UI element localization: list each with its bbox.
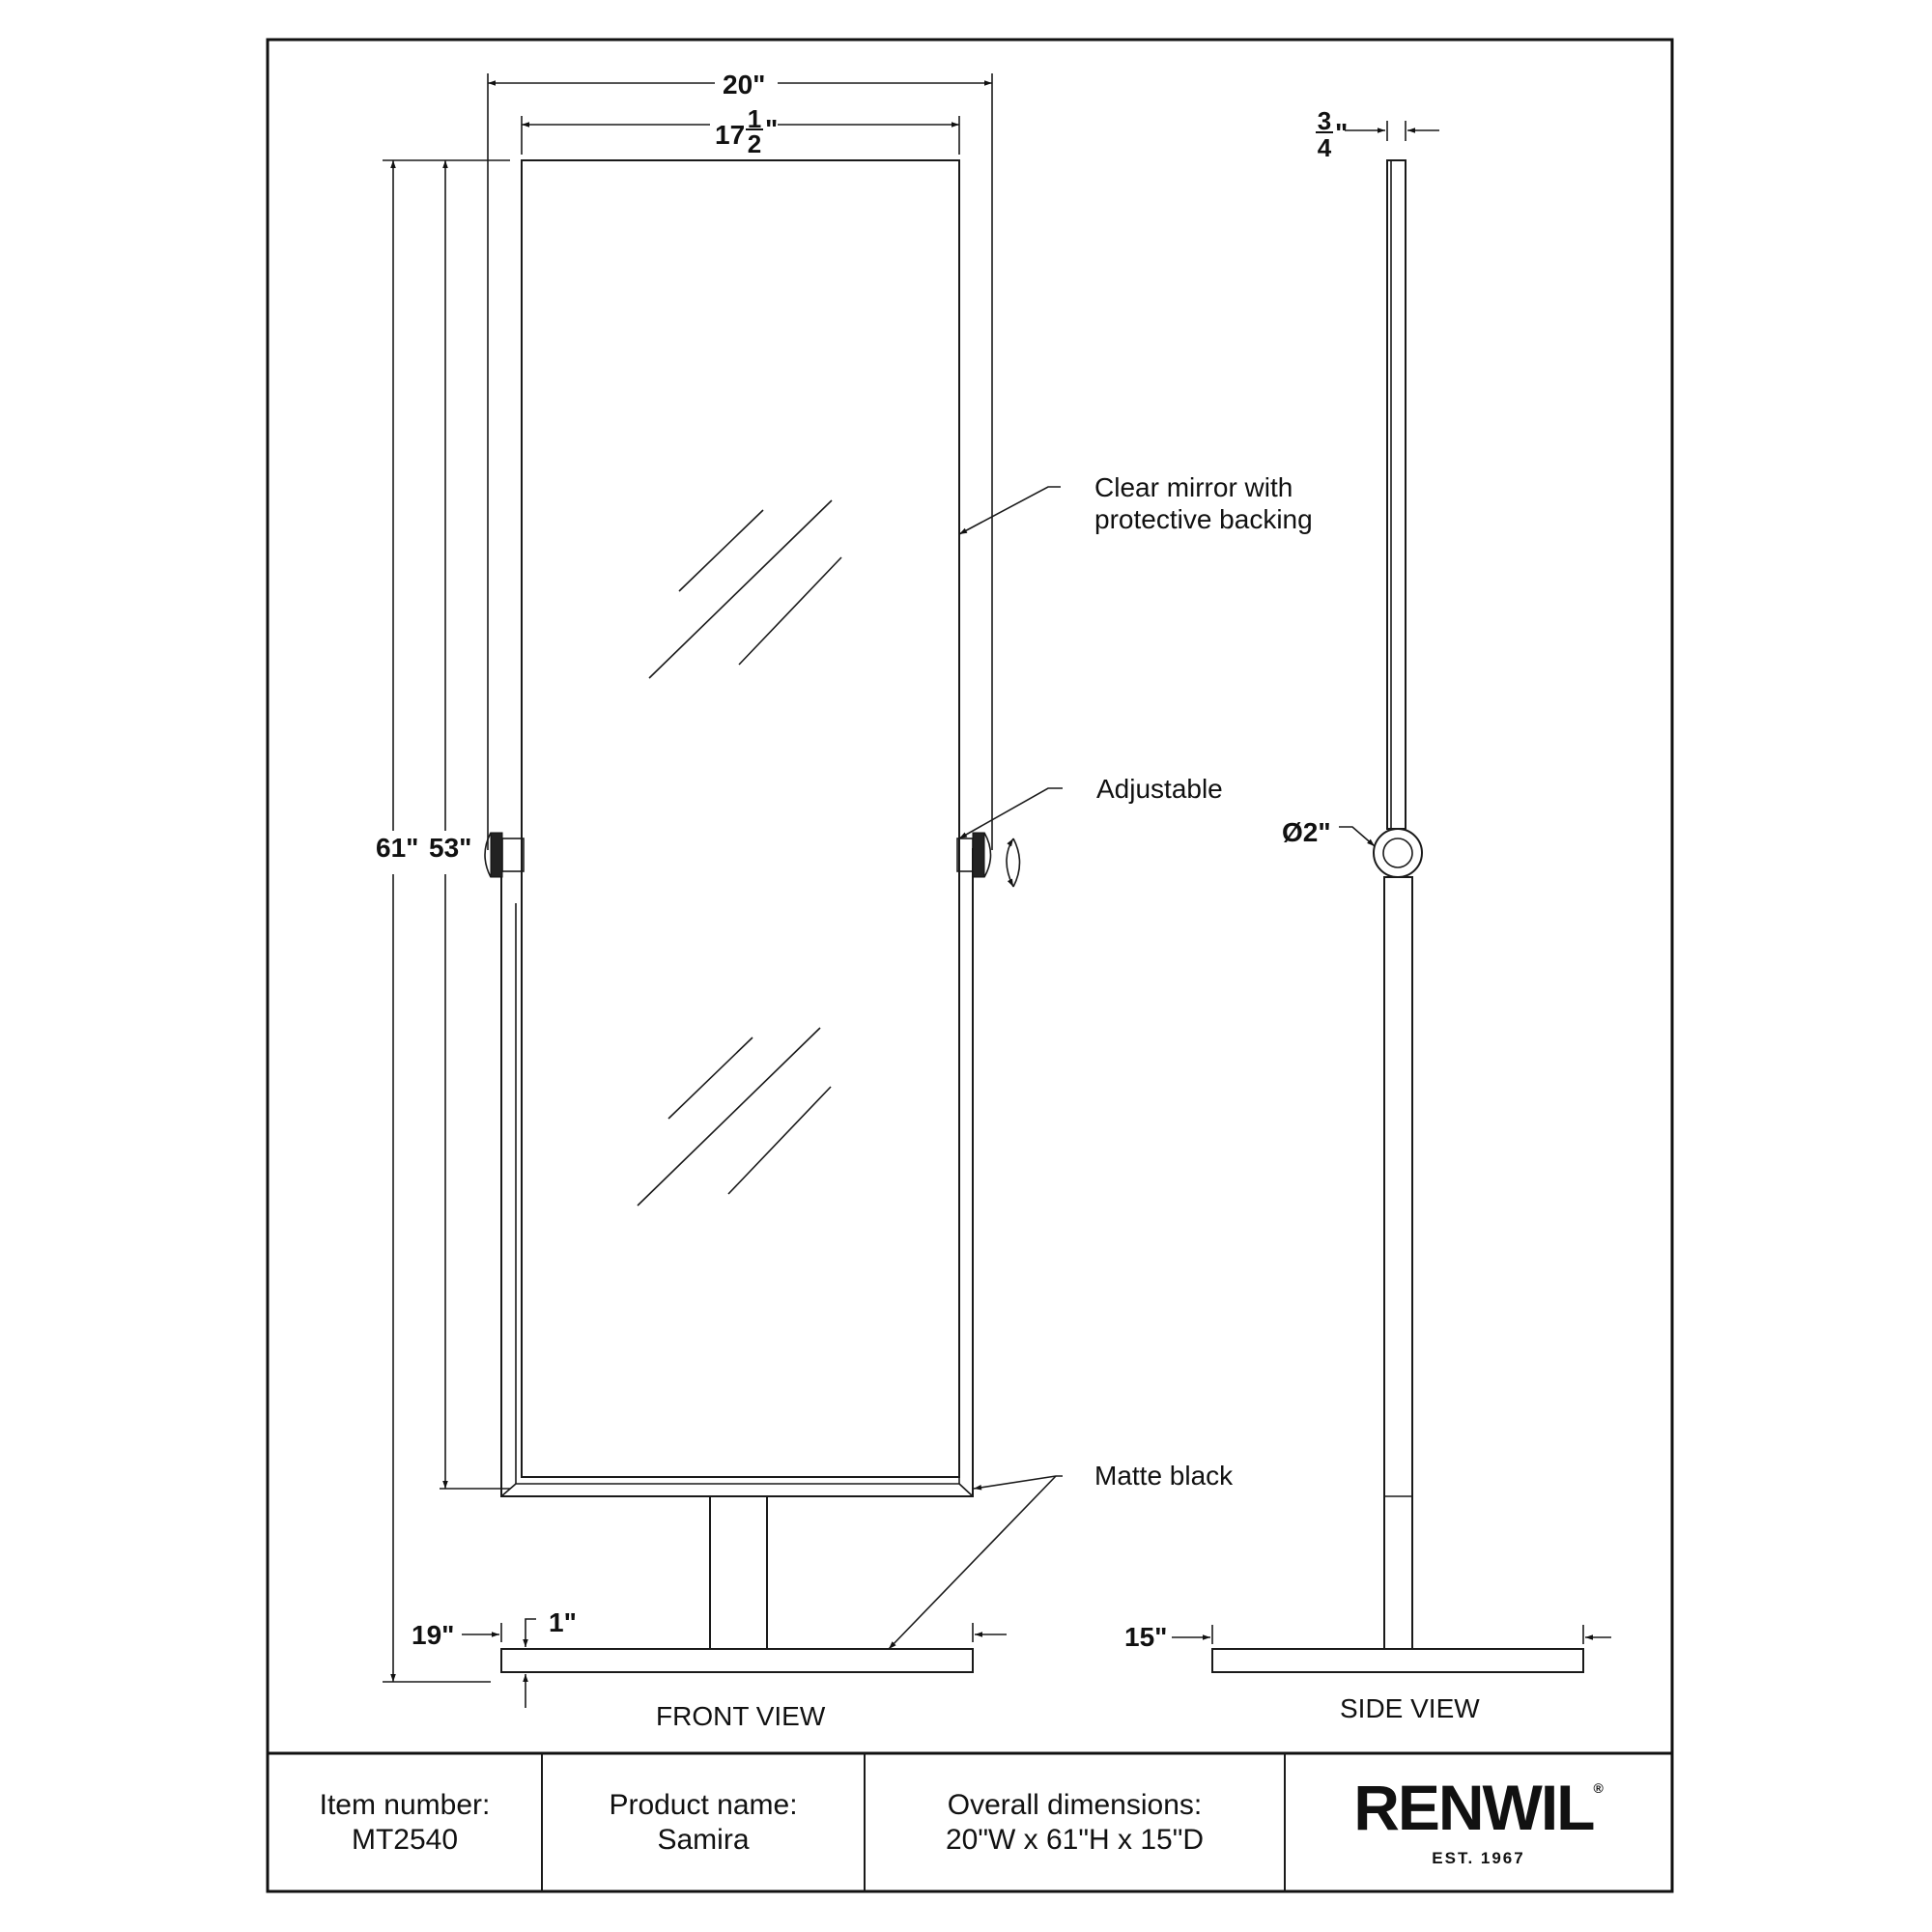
front-view-title: FRONT VIEW (656, 1701, 826, 1731)
product-name-label: Product name: (609, 1788, 798, 1821)
mirror-width-unit: " (765, 114, 779, 144)
dimensions-cell: Overall dimensions: 20"W x 61"H x 15"D (865, 1753, 1285, 1891)
side-post (1383, 876, 1413, 1650)
adjustable-callout: Adjustable (1096, 774, 1223, 804)
pivot-inner (1382, 838, 1413, 868)
mirror-callout-line1: Clear mirror with (1094, 472, 1293, 502)
pivot-outer (1373, 828, 1423, 878)
overall-width-dimension: 20" (723, 70, 766, 99)
sheet-border (266, 38, 1674, 1893)
side-mirror-edge (1386, 159, 1406, 830)
dimensions-value: 20"W x 61"H x 15"D (945, 1823, 1205, 1856)
base-width-dimension: 19" (412, 1620, 455, 1650)
overall-height-dimension: 61" (376, 833, 419, 863)
lower-frame (500, 848, 974, 1497)
dimensions-label: Overall dimensions: (947, 1788, 1203, 1821)
product-name-cell: Product name: Samira (542, 1753, 865, 1891)
side-base (1211, 1648, 1584, 1673)
finish-callout: Matte black (1094, 1461, 1234, 1491)
item-number-cell: Item number: MT2540 (268, 1753, 542, 1891)
front-view-drawing (383, 73, 1063, 1708)
product-name-value: Samira (657, 1823, 750, 1856)
mirror-width-numerator: 1 (747, 104, 762, 133)
mirror-callout-line2: protective backing (1094, 504, 1313, 535)
item-number-value: MT2540 (351, 1823, 459, 1856)
mirror-height-dimension: 53" (429, 833, 472, 863)
side-view-drawing (1172, 121, 1611, 1673)
mirror-panel (521, 159, 960, 1478)
depth-dimension: 15" (1124, 1622, 1168, 1652)
registered-mark-icon: ® (1593, 1780, 1604, 1797)
side-view-title: SIDE VIEW (1340, 1693, 1480, 1723)
item-number-label: Item number: (319, 1788, 491, 1821)
base-thickness-dimension: 1" (549, 1607, 577, 1637)
pivot-diameter-dimension: Ø2" (1282, 817, 1331, 847)
thickness-denominator: 4 (1317, 133, 1332, 162)
brand-cell: RENWIL® EST. 1967 (1285, 1753, 1672, 1891)
mirror-width-whole: 17 (715, 120, 746, 150)
brand-logo: RENWIL® (1353, 1776, 1604, 1839)
front-post (709, 1495, 768, 1650)
front-base (500, 1648, 974, 1673)
brand-name: RENWIL (1353, 1772, 1595, 1844)
mirror-width-denominator: 2 (747, 129, 762, 158)
thickness-numerator: 3 (1317, 106, 1332, 135)
brand-established: EST. 1967 (1432, 1849, 1525, 1868)
mirror-callout: Clear mirror with protective backing (1094, 471, 1313, 535)
thickness-unit: " (1335, 118, 1349, 148)
